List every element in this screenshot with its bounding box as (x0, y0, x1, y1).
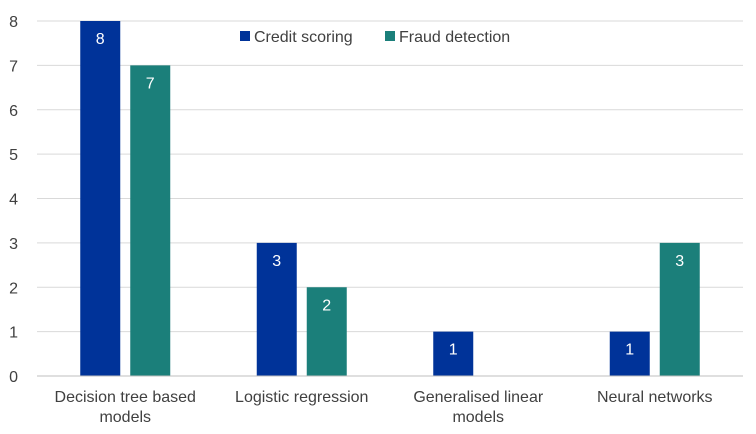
data-labels: 8 7 3 2 1 1 3 (96, 31, 685, 359)
bar-credit-scoring-3 (609, 331, 650, 376)
data-label-credit-scoring-0: 8 (96, 31, 105, 48)
x-category-label-1-line-0: Logistic regression (235, 389, 368, 406)
bar-credit-scoring-1 (256, 242, 297, 376)
y-tick-1: 1 (9, 325, 18, 342)
y-tick-8: 8 (9, 14, 18, 31)
bars (80, 21, 700, 376)
y-axis-ticks: 0 1 2 3 4 5 6 7 8 (9, 14, 18, 386)
data-label-credit-scoring-2: 1 (449, 342, 458, 359)
x-category-label-2-line-0: Generalised linear (413, 389, 544, 406)
y-tick-4: 4 (9, 192, 18, 209)
legend-label-credit-scoring: Credit scoring (254, 29, 353, 46)
bar-credit-scoring-0 (80, 21, 121, 376)
bar-fraud-detection-1 (306, 287, 347, 376)
bar-fraud-detection-0 (130, 65, 171, 376)
y-tick-0: 0 (9, 369, 18, 386)
legend: Credit scoring Fraud detection (240, 29, 510, 46)
y-tick-2: 2 (9, 280, 18, 297)
data-label-fraud-detection-1: 2 (322, 297, 331, 314)
legend-swatch-credit-scoring (240, 31, 250, 41)
x-category-label-3-line-0: Neural networks (597, 389, 713, 406)
data-label-fraud-detection-0: 7 (146, 75, 155, 92)
data-label-credit-scoring-3: 1 (625, 342, 634, 359)
data-label-credit-scoring-1: 3 (272, 253, 281, 270)
x-axis-categories: Decision tree based models Logistic regres… (55, 389, 713, 426)
x-category-label-2-line-1: models (452, 409, 504, 426)
x-category-label-0-line-1: models (99, 409, 151, 426)
x-category-label-0-line-0: Decision tree based (55, 389, 196, 406)
y-tick-5: 5 (9, 147, 18, 164)
bar-credit-scoring-2 (433, 331, 474, 376)
legend-label-fraud-detection: Fraud detection (399, 29, 510, 46)
bar-fraud-detection-3 (659, 242, 700, 376)
y-tick-7: 7 (9, 58, 18, 75)
legend-swatch-fraud-detection (385, 31, 395, 41)
data-label-fraud-detection-3: 3 (675, 253, 684, 270)
y-tick-6: 6 (9, 103, 18, 120)
y-tick-3: 3 (9, 236, 18, 253)
